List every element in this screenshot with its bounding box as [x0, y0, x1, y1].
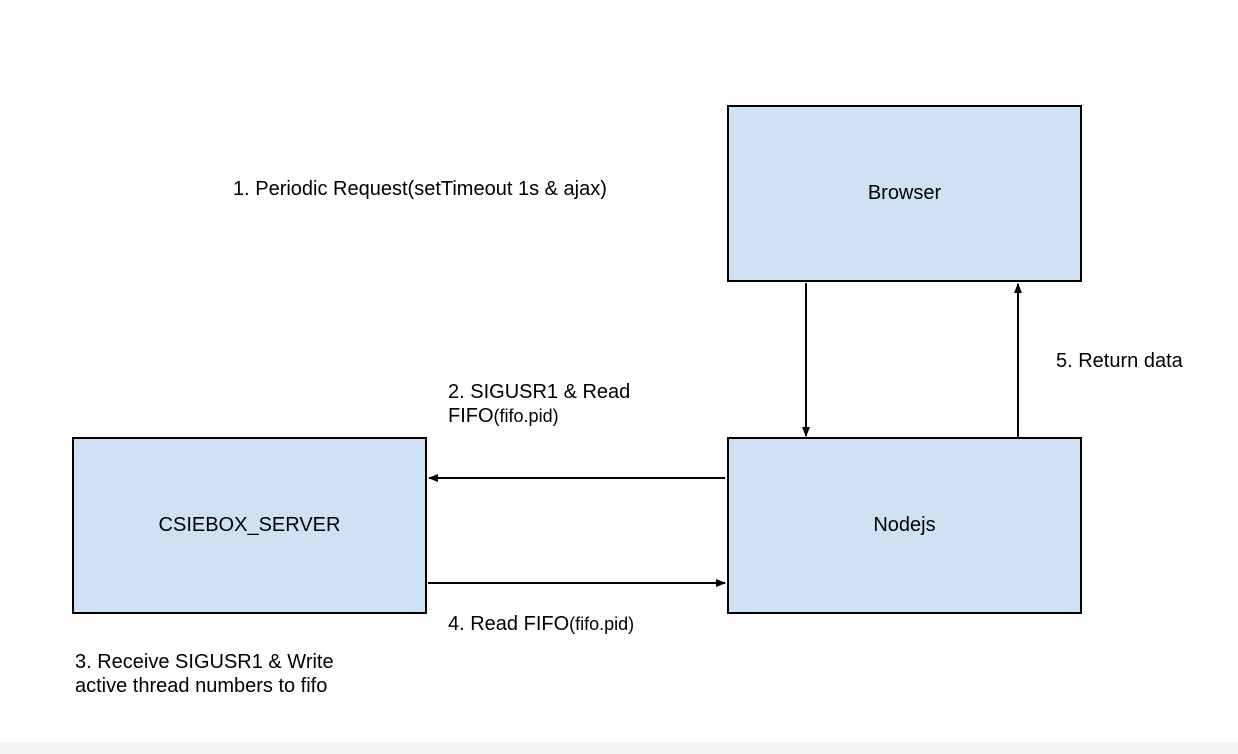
- edge-label-step2: 2. SIGUSR1 & Read FIFO(fifo.pid): [448, 380, 630, 428]
- bottom-strip: [0, 742, 1238, 754]
- csiebox-server-node: CSIEBOX_SERVER: [72, 437, 427, 614]
- nodejs-label: Nodejs: [873, 514, 936, 536]
- step4-note: (fifo.pid): [569, 614, 635, 634]
- browser-node: Browser: [727, 105, 1082, 282]
- step2-line2: FIFO: [448, 405, 494, 427]
- edge-label-step1: 1. Periodic Request(setTimeout 1s & ajax…: [233, 177, 607, 201]
- step4-text: 4. Read FIFO: [448, 613, 570, 635]
- edge-label-step3: 3. Receive SIGUSR1 & Write active thread…: [75, 650, 334, 698]
- browser-label: Browser: [867, 182, 942, 204]
- step3-line1: 3. Receive SIGUSR1 & Write: [75, 651, 334, 673]
- step5-text: 5. Return data: [1056, 350, 1183, 372]
- nodejs-node: Nodejs: [727, 437, 1082, 614]
- step1-text: 1. Periodic Request(setTimeout 1s & ajax…: [233, 178, 607, 200]
- step2-line1: 2. SIGUSR1 & Read: [448, 381, 631, 403]
- csiebox-server-label: CSIEBOX_SERVER: [158, 514, 341, 536]
- step3-line2: active thread numbers to fifo: [75, 675, 328, 697]
- step2-note: (fifo.pid): [493, 406, 559, 426]
- edge-label-step4: 4. Read FIFO(fifo.pid): [448, 612, 634, 636]
- edge-label-step5: 5. Return data: [1056, 349, 1183, 373]
